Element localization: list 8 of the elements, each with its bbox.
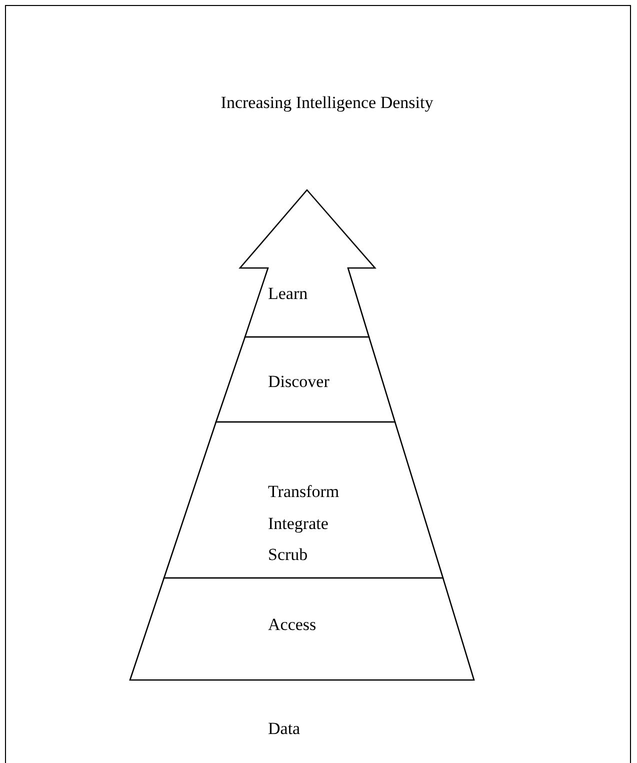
band-label: Integrate <box>268 514 328 534</box>
band-label: Learn <box>268 284 308 304</box>
band-label: Access <box>268 615 316 635</box>
band-label: Discover <box>268 372 330 392</box>
band-label: Transform <box>268 482 340 502</box>
diagram-title: Increasing Intelligence Density <box>220 93 434 113</box>
band-label: Scrub <box>268 545 308 565</box>
base-label: Data <box>268 719 300 739</box>
